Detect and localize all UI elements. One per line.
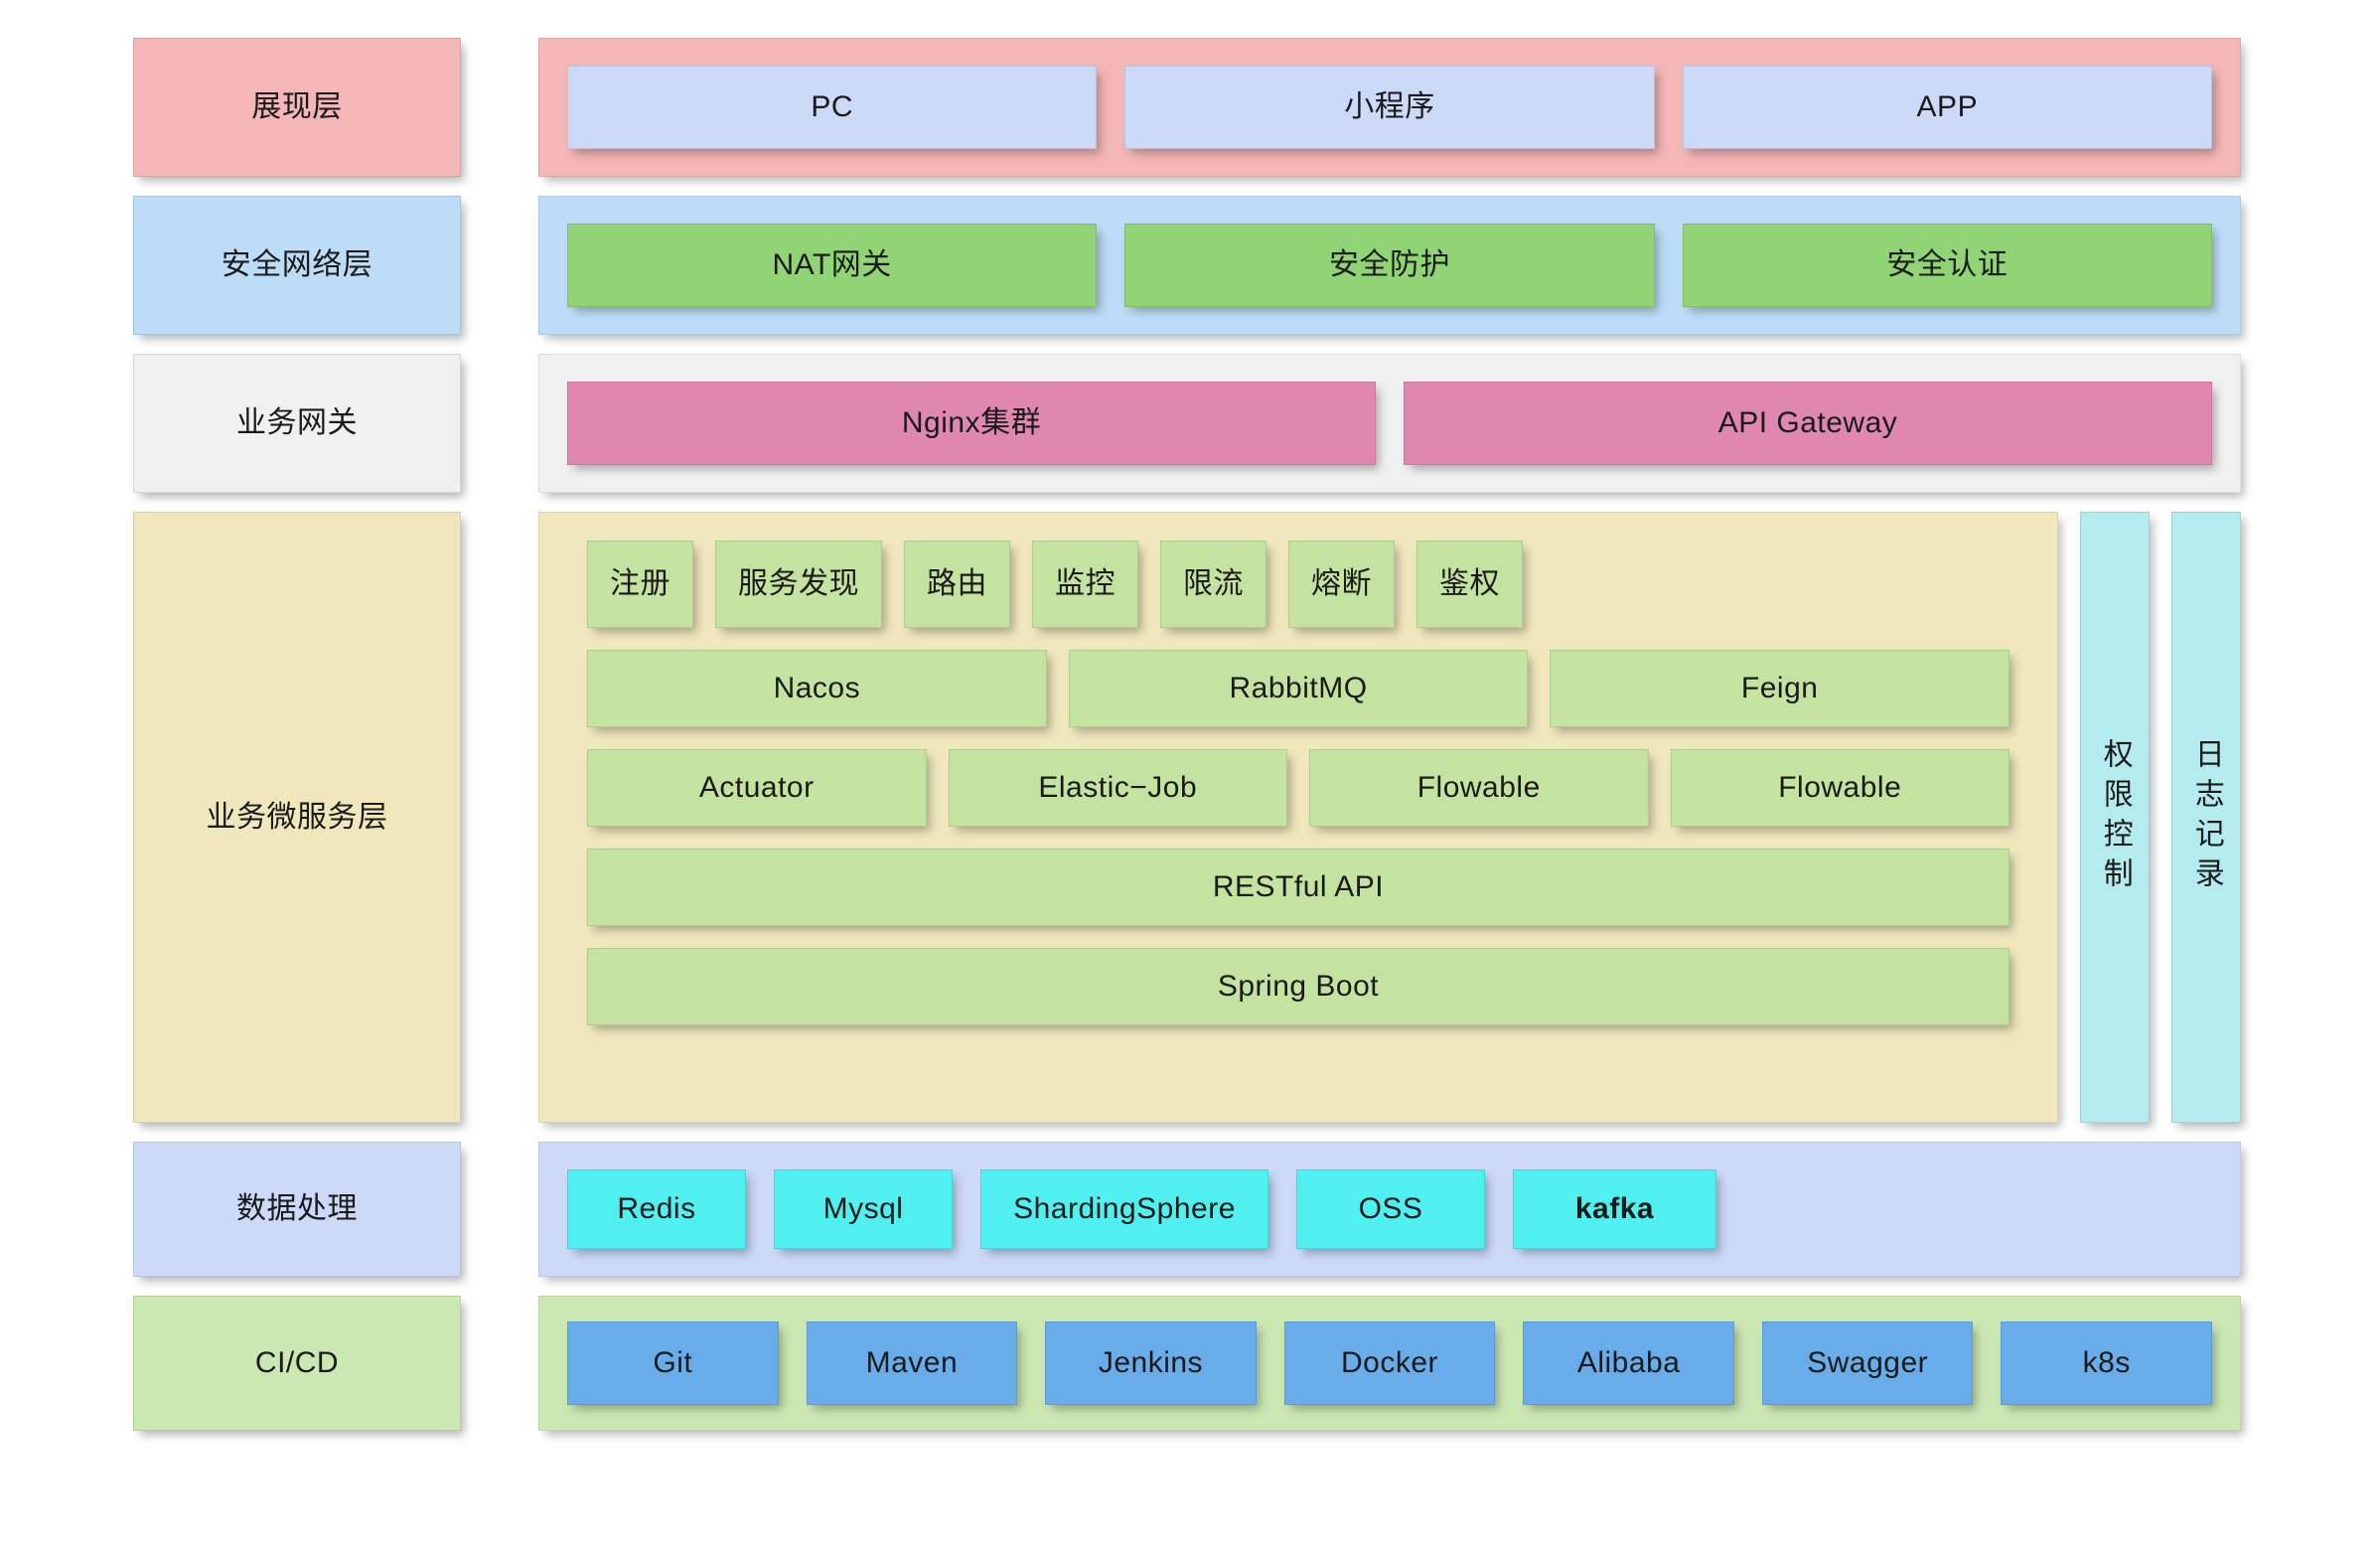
layer-band-security-network: NAT网关 安全防护 安全认证	[538, 196, 2241, 335]
microservice-middleware-row: Nacos RabbitMQ Feign	[587, 650, 2010, 727]
layer-band-business-microservice: 注册 服务发现 路由 监控 限流 熔断 鉴权 Nacos RabbitMQ Fe…	[538, 512, 2058, 1123]
node-routing[interactable]: 路由	[904, 541, 1010, 628]
node-mysql[interactable]: Mysql	[774, 1169, 953, 1249]
microservice-component-row: Actuator Elastic−Job Flowable Flowable	[587, 749, 2009, 827]
node-authorization[interactable]: 鉴权	[1416, 541, 1523, 628]
node-k8s[interactable]: k8s	[2001, 1321, 2213, 1405]
node-jenkins[interactable]: Jenkins	[1045, 1321, 1257, 1405]
node-permission-control[interactable]: 权限控制	[2080, 512, 2150, 1123]
node-flowable-2[interactable]: Flowable	[1670, 749, 2009, 827]
node-flowable-1[interactable]: Flowable	[1309, 749, 1649, 827]
node-nginx-cluster[interactable]: Nginx集群	[567, 382, 1376, 465]
layer-row-security-network: 安全网络层 NAT网关 安全防护 安全认证	[0, 196, 2380, 335]
node-kafka[interactable]: kafka	[1513, 1169, 1716, 1249]
node-actuator[interactable]: Actuator	[587, 749, 927, 827]
layer-row-business-microservice: 业务微服务层 注册 服务发现 路由 监控 限流 熔断 鉴权 Nacos Rabb…	[0, 512, 2380, 1123]
node-spring-boot[interactable]: Spring Boot	[587, 948, 2009, 1025]
layer-band-data-processing: Redis Mysql ShardingSphere OSS kafka	[538, 1142, 2241, 1277]
microservice-framework-row: Spring Boot	[587, 948, 2009, 1025]
node-log-record[interactable]: 日志记录	[2171, 512, 2241, 1123]
layer-row-ci-cd: CI/CD Git Maven Jenkins Docker Alibaba S…	[0, 1296, 2380, 1431]
layer-label-business-microservice: 业务微服务层	[133, 512, 461, 1123]
node-miniprogram[interactable]: 小程序	[1124, 66, 1655, 149]
node-redis[interactable]: Redis	[567, 1169, 746, 1249]
node-app[interactable]: APP	[1682, 66, 2212, 149]
node-pc[interactable]: PC	[567, 66, 1098, 149]
node-shardingsphere[interactable]: ShardingSphere	[980, 1169, 1268, 1249]
node-rabbitmq[interactable]: RabbitMQ	[1068, 650, 1529, 727]
node-api-gateway[interactable]: API Gateway	[1404, 382, 2212, 465]
layer-row-presentation: 展现层 PC 小程序 APP	[0, 38, 2380, 177]
layer-label-business-gateway: 业务网关	[133, 354, 461, 493]
node-oss[interactable]: OSS	[1296, 1169, 1485, 1249]
node-elastic-job[interactable]: Elastic−Job	[948, 749, 1287, 827]
node-maven[interactable]: Maven	[806, 1321, 1018, 1405]
microservice-capability-row: 注册 服务发现 路由 监控 限流 熔断 鉴权	[587, 541, 2009, 628]
microservice-wrapper: 注册 服务发现 路由 监控 限流 熔断 鉴权 Nacos RabbitMQ Fe…	[538, 512, 2241, 1123]
layer-row-business-gateway: 业务网关 Nginx集群 API Gateway	[0, 354, 2380, 493]
node-nacos[interactable]: Nacos	[587, 650, 1047, 727]
node-rate-limiting[interactable]: 限流	[1160, 541, 1266, 628]
layer-band-ci-cd: Git Maven Jenkins Docker Alibaba Swagger…	[538, 1296, 2241, 1431]
node-security-authentication[interactable]: 安全认证	[1682, 224, 2212, 307]
node-git[interactable]: Git	[567, 1321, 779, 1405]
node-nat-gateway[interactable]: NAT网关	[567, 224, 1098, 307]
layer-label-security-network: 安全网络层	[133, 196, 461, 335]
layer-row-data-processing: 数据处理 Redis Mysql ShardingSphere OSS kafk…	[0, 1142, 2380, 1277]
layer-band-business-gateway: Nginx集群 API Gateway	[538, 354, 2241, 493]
node-security-protection[interactable]: 安全防护	[1124, 224, 1655, 307]
layer-band-presentation: PC 小程序 APP	[538, 38, 2241, 177]
node-feign[interactable]: Feign	[1550, 650, 2010, 727]
node-circuit-breaker[interactable]: 熔断	[1288, 541, 1395, 628]
microservice-api-row: RESTful API	[587, 849, 2009, 926]
layer-label-presentation: 展现层	[133, 38, 461, 177]
node-monitoring[interactable]: 监控	[1032, 541, 1138, 628]
node-alibaba[interactable]: Alibaba	[1523, 1321, 1734, 1405]
layer-label-data-processing: 数据处理	[133, 1142, 461, 1277]
node-service-discovery[interactable]: 服务发现	[715, 541, 882, 628]
layer-label-ci-cd: CI/CD	[133, 1296, 461, 1431]
node-docker[interactable]: Docker	[1283, 1321, 1496, 1405]
node-swagger[interactable]: Swagger	[1761, 1321, 1974, 1405]
node-register[interactable]: 注册	[587, 541, 693, 628]
node-restful-api[interactable]: RESTful API	[587, 849, 2009, 926]
